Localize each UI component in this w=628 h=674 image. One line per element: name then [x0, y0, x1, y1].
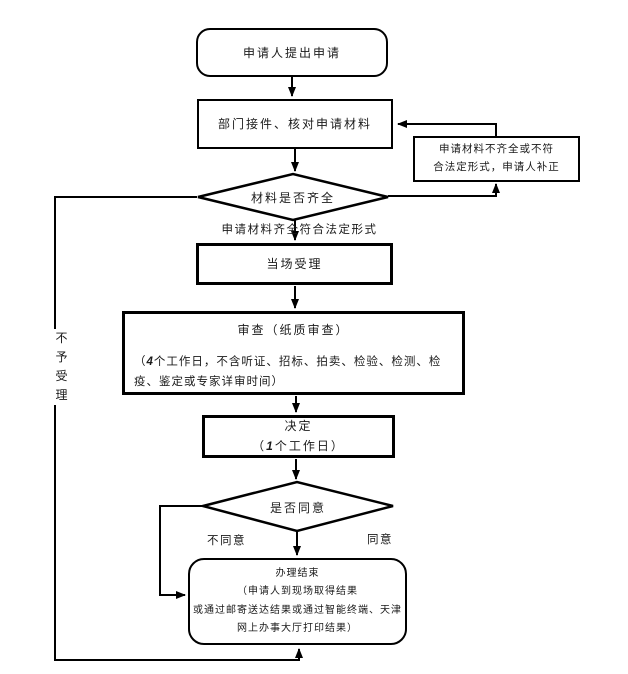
label-check-materials: 材料是否齐全 — [250, 191, 335, 205]
node-review-title: 审查（纸质审查） — [237, 323, 350, 337]
node-supplement-line2: 合法定形式，申请人补正 — [433, 161, 560, 173]
edge-label-agree: 同意 — [367, 534, 393, 546]
node-accept-label: 当场受理 — [266, 257, 323, 271]
diamond-agree-check — [198, 480, 394, 533]
node-finish-line2: （申请人到现场取得结果 — [237, 586, 358, 597]
diamond-check-materials — [197, 172, 389, 222]
node-review: 审查（纸质审查） （4个工作日，不含听证、招标、拍卖、检验、检测、检疫、鉴定或专… — [122, 311, 465, 395]
node-accept: 当场受理 — [196, 243, 393, 285]
edge-label-reject: 不予受理 — [54, 329, 69, 405]
node-supplement: 申请材料不齐全或不符 合法定形式，申请人补正 — [413, 136, 580, 182]
label-agree-check: 是否同意 — [269, 501, 326, 515]
node-decision-title: 决定 — [284, 419, 313, 434]
node-finish-line1: 办理结束 — [275, 567, 320, 579]
decision-days-number: 1 — [266, 438, 275, 453]
node-supplement-line1: 申请材料不齐全或不符 — [439, 143, 554, 156]
edge-label-materials-complete: 申请材料齐全符合法定形式 — [221, 224, 378, 236]
edge-label-disagree: 不同意 — [207, 535, 246, 547]
node-receive-label: 部门接件、核对申请材料 — [217, 117, 372, 131]
review-days-number: 4 — [146, 356, 154, 368]
node-start: 申请人提出申请 — [196, 28, 388, 77]
node-decision: 决定 （1个工作日） — [202, 415, 395, 458]
node-receive: 部门接件、核对申请材料 — [197, 99, 393, 149]
node-decision-days: （1个工作日） — [252, 438, 345, 453]
node-review-note: （4个工作日，不含听证、招标、拍卖、检验、检测、检疫、鉴定或专家详审时间） — [134, 356, 442, 388]
node-finish-line3: 或通过邮寄送达结果或通过智能终端、天津 — [193, 604, 402, 616]
node-finish-line4: 网上办事大厅打印结果） — [237, 623, 358, 634]
node-start-label: 申请人提出申请 — [242, 45, 341, 60]
node-finish: 办理结束 （申请人到现场取得结果 或通过邮寄送达结果或通过智能终端、天津 网上办… — [188, 558, 407, 645]
